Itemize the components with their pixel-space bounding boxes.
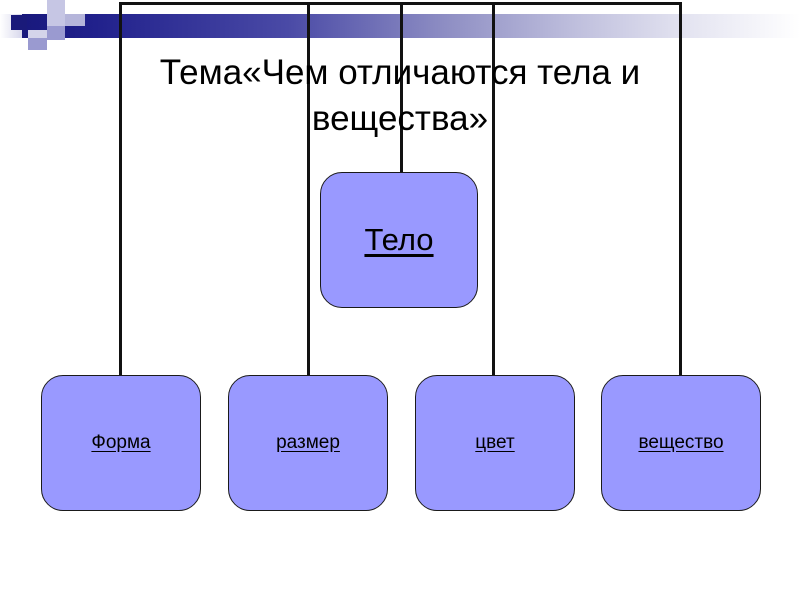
deco-square-mid-3: [47, 26, 65, 40]
diagram-node-veshestvo[interactable]: вещество: [601, 375, 761, 511]
diagram-node-razmer-label: размер: [276, 432, 340, 453]
deco-square-light-4: [65, 14, 85, 26]
diagram-node-razmer[interactable]: размер: [228, 375, 388, 511]
slide-title: Тема«Чем отличаются тела и вещества»: [159, 53, 641, 138]
connector-branch-tsvet: [492, 2, 495, 375]
diagram-node-tsvet-label: цвет: [475, 432, 515, 453]
diagram-node-telo[interactable]: Тело: [320, 172, 478, 308]
deco-square-mid-1: [28, 30, 47, 40]
deco-square-dark-1: [11, 15, 27, 30]
connector-branch-telo: [400, 2, 403, 172]
diagram-node-veshestvo-label: вещество: [638, 432, 724, 453]
diagram-node-telo-label: Тело: [364, 222, 434, 257]
deco-square-mid-2: [28, 38, 47, 50]
diagram-node-tsvet[interactable]: цвет: [415, 375, 575, 511]
connector-branch-forma: [119, 2, 122, 375]
deco-square-light-2: [47, 0, 65, 14]
diagram-node-forma-label: Форма: [91, 432, 151, 453]
deco-square-pale-2: [65, 0, 83, 14]
connector-branch-veshestvo: [679, 2, 682, 375]
diagram-node-forma[interactable]: Форма: [41, 375, 201, 511]
deco-square-light-3: [47, 14, 65, 26]
deco-square-light-1: [27, 0, 47, 14]
connector-branch-razmer: [307, 2, 310, 375]
